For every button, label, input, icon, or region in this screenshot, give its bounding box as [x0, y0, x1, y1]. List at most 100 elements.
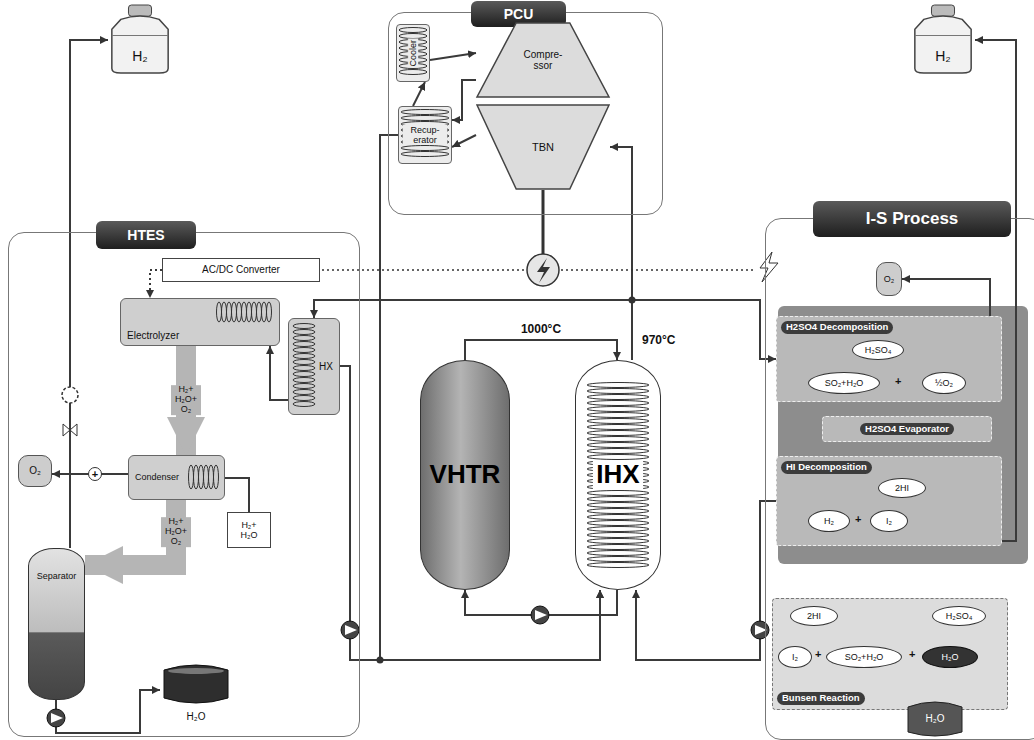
coil-winding — [252, 302, 257, 322]
coil-winding — [587, 401, 649, 406]
coil-winding — [232, 302, 237, 322]
node-label: Compre- ssor — [519, 49, 567, 72]
coil-winding — [587, 503, 649, 508]
coil-winding — [587, 383, 649, 388]
species-oval: SO₂+H₂O — [808, 372, 880, 394]
coil-winding — [587, 521, 649, 526]
panel-title: HTES — [96, 221, 196, 249]
pipe-line — [632, 300, 776, 360]
coil-winding — [247, 302, 252, 322]
coil-winding — [587, 497, 649, 502]
node-label: HI Decomposition — [781, 461, 872, 474]
subsystem-panel: PCUCoolerCompre- ssorRecup- eratorTBN — [388, 12, 663, 215]
compressor: Compre- ssor — [476, 22, 610, 98]
node-label: 2HI — [895, 483, 909, 493]
coil-winding — [587, 413, 649, 418]
junction-dot — [629, 297, 636, 304]
coil-winding — [262, 302, 267, 322]
species-oval: H₂SO₄ — [932, 606, 986, 626]
generator-symbol — [527, 254, 559, 286]
compressor-outline — [477, 23, 609, 97]
species-oval: 2HI — [790, 606, 838, 626]
gas-tank: H₂ — [911, 4, 975, 74]
coil-winding — [293, 366, 315, 371]
reaction-plus: + — [909, 649, 915, 660]
pipe-line — [70, 40, 108, 548]
tank-body — [915, 16, 971, 73]
node-label: Electrolyzer — [125, 330, 181, 342]
coil-winding — [587, 563, 649, 568]
heat-exchanger: Cooler — [396, 24, 430, 82]
temperature-label: 970°C — [640, 333, 678, 347]
node-label: SO₂+H₂O — [825, 378, 864, 388]
node-label: TBN — [532, 141, 554, 154]
node-label: Bunsen Reaction — [777, 692, 865, 705]
node-label: H2SO4 Evaporator — [860, 423, 954, 436]
tank-cap — [128, 5, 151, 16]
hydrogen-sensor-symbol — [62, 387, 78, 403]
water-surface — [168, 668, 224, 674]
subsystem-panel: I-S ProcessO₂H2SO4 DecompositionH₂SO₄SO₂… — [765, 218, 1034, 740]
coil-winding — [293, 402, 315, 407]
coil-winding — [242, 302, 247, 322]
coil-winding — [587, 455, 649, 460]
node-label: H2SO4 Decomposition — [781, 321, 893, 334]
coil-winding — [257, 302, 262, 322]
coil-winding — [204, 465, 209, 489]
coil-winding — [227, 302, 232, 322]
circulator-symbol — [751, 621, 769, 639]
node-label: VHTR — [430, 460, 501, 490]
equipment-box: Electrolyzer — [120, 298, 280, 346]
node-label: Separator — [37, 571, 77, 581]
node-label: Cooler — [408, 39, 418, 68]
coil-winding — [293, 330, 315, 335]
coil-winding — [587, 491, 649, 496]
circulator-symbol — [345, 625, 357, 635]
flow-label: H₂+ H₂O+ O₂ — [171, 385, 201, 415]
node-label: O₂ — [884, 274, 895, 284]
turbine: TBN — [476, 104, 610, 190]
coil-winding — [217, 302, 222, 322]
water-tank: H₂O — [160, 662, 232, 726]
coil-winding — [293, 354, 315, 359]
equipment-box: HX — [288, 318, 340, 415]
species-oval: ½O₂ — [922, 372, 966, 394]
pipe-line — [430, 53, 476, 60]
node-label: H₂SO₄ — [865, 345, 892, 355]
node-label: H₂O — [187, 711, 206, 723]
pipe-line — [413, 82, 425, 106]
coil-winding — [587, 437, 649, 442]
water-tank: H₂O — [905, 700, 965, 738]
coil-winding — [194, 465, 199, 489]
coil-winding — [199, 465, 204, 489]
coil-winding — [209, 465, 214, 489]
reaction-plus: + — [855, 514, 861, 525]
species-oval: H₂ — [808, 510, 850, 532]
pipe-line — [314, 300, 632, 360]
water-drum — [164, 665, 228, 703]
process-section: H2SO4 Evaporator — [822, 416, 992, 442]
pipe-line — [610, 147, 632, 360]
coil-winding — [399, 70, 427, 75]
node-label: Condenser — [133, 472, 181, 482]
node-label: I₂ — [886, 516, 892, 526]
circulator-symbol — [531, 606, 549, 624]
pump-symbol — [47, 709, 65, 727]
coil-winding — [293, 336, 315, 341]
node-label: H₂+ H₂O — [232, 520, 266, 541]
coil-winding — [222, 302, 227, 322]
node-label: Recup- erator — [403, 125, 447, 146]
pipe-line — [380, 135, 600, 660]
reactor-vessel: VHTR — [420, 360, 510, 590]
coil-winding — [587, 407, 649, 412]
lightning-symbol — [537, 258, 550, 283]
species-oval: SO₂+H₂O — [826, 646, 902, 668]
coil-winding — [587, 551, 649, 556]
node-label: I₂ — [792, 652, 798, 662]
node-label: SO₂+H₂O — [845, 652, 884, 662]
coil-winding — [587, 431, 649, 436]
equipment-box: Condenser — [128, 455, 225, 500]
coil-winding — [401, 152, 449, 157]
node-label: HX — [317, 361, 335, 373]
node-label: H₂SO₄ — [946, 611, 973, 621]
